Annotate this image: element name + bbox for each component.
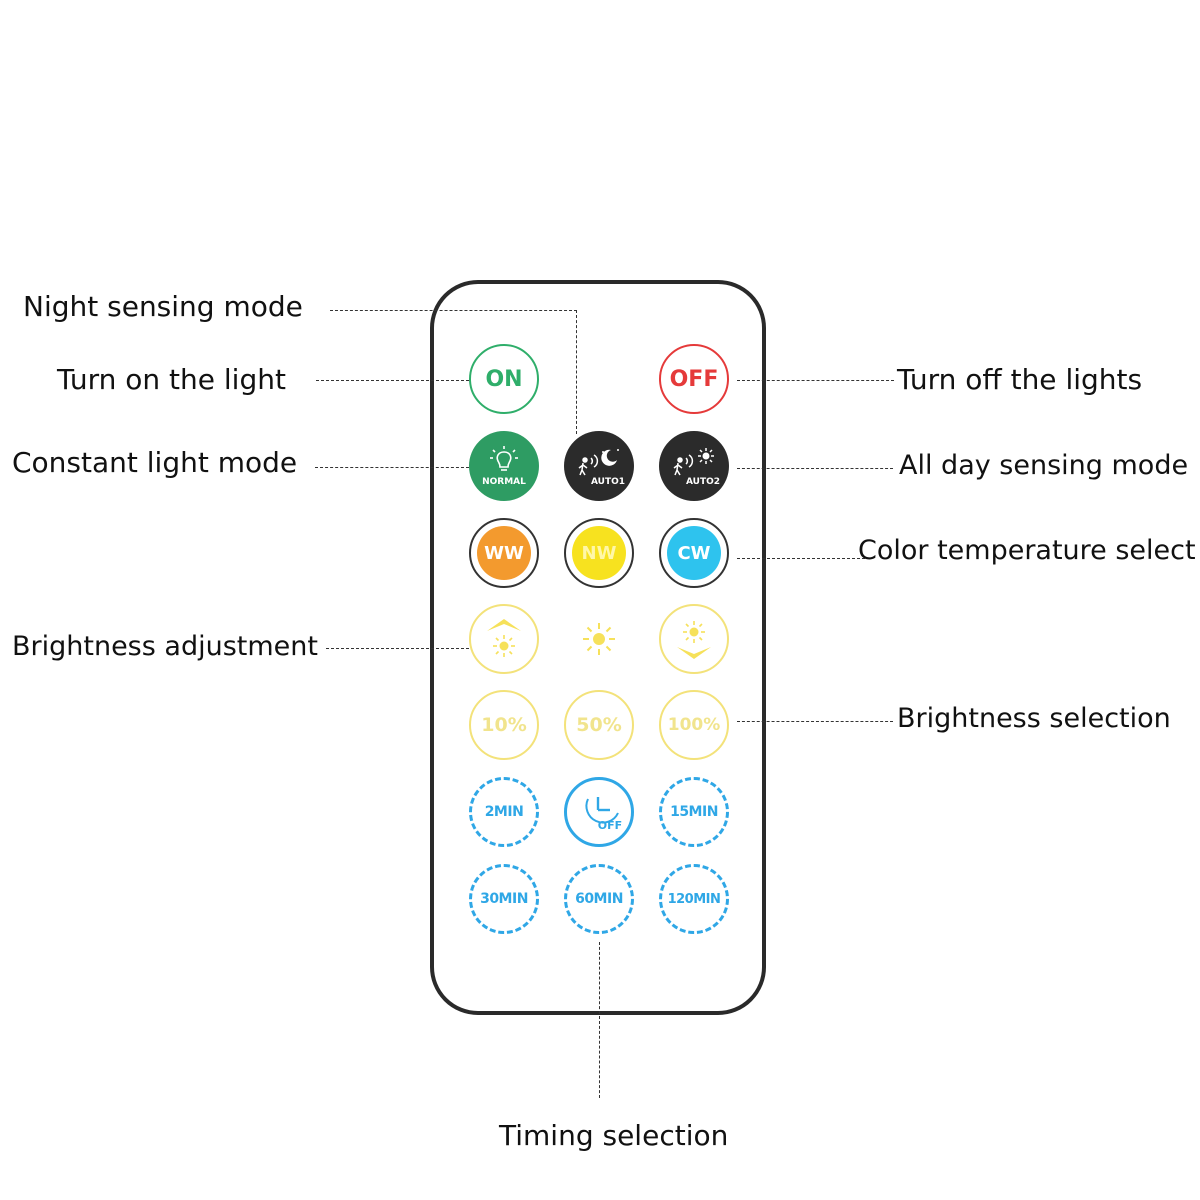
cw-swatch: CW xyxy=(667,526,721,580)
leader-brightness-selection xyxy=(737,721,893,722)
label-constant-light: Constant light mode xyxy=(12,446,298,479)
brightness-50-label: 50% xyxy=(576,714,622,736)
cw-button[interactable]: CW xyxy=(659,518,729,588)
leader-turn-on xyxy=(316,380,469,381)
brightness-10-button[interactable]: 10% xyxy=(469,690,539,760)
timer-15min-button[interactable]: 15MIN xyxy=(659,777,729,847)
auto1-button[interactable]: AUTO1 xyxy=(564,431,634,501)
normal-label: NORMAL xyxy=(482,476,526,487)
brightness-10-label: 10% xyxy=(481,714,527,736)
timer-60min-button[interactable]: 60MIN xyxy=(564,864,634,934)
timer-15min-label: 15MIN xyxy=(670,804,718,820)
auto2-label: AUTO2 xyxy=(685,476,721,487)
leader-turn-off xyxy=(737,380,894,381)
auto1-label: AUTO1 xyxy=(590,476,626,487)
sun-icon xyxy=(583,623,615,655)
brightness-down-icon xyxy=(677,621,711,659)
timer-120min-button[interactable]: 120MIN xyxy=(659,864,729,934)
label-brightness-adjustment: Brightness adjustment xyxy=(12,631,318,662)
motion-moon-icon xyxy=(578,448,619,475)
leader-constant-light xyxy=(315,467,469,468)
timer-120min-label: 120MIN xyxy=(667,891,721,907)
nw-label: NW xyxy=(581,542,617,564)
leader-night-sensing-v xyxy=(576,310,577,434)
timer-off-button[interactable]: OFF xyxy=(564,777,634,847)
off-button-label: OFF xyxy=(669,366,719,392)
clock-icon xyxy=(585,796,619,824)
nw-button[interactable]: NW xyxy=(564,518,634,588)
ww-button[interactable]: WW xyxy=(469,518,539,588)
on-button-label: ON xyxy=(485,366,523,392)
label-turn-on: Turn on the light xyxy=(57,363,286,396)
auto2-button[interactable]: AUTO2 xyxy=(659,431,729,501)
nw-swatch: NW xyxy=(572,526,626,580)
off-button[interactable]: OFF xyxy=(659,344,729,414)
timer-30min-label: 30MIN xyxy=(480,891,528,907)
leader-timing-selection xyxy=(599,942,600,1098)
label-timing-selection: Timing selection xyxy=(499,1119,729,1152)
leader-all-day-sensing xyxy=(737,468,893,469)
leader-night-sensing-h xyxy=(330,310,577,311)
timer-2min-label: 2MIN xyxy=(484,804,524,820)
brightness-100-label: 100% xyxy=(667,715,721,735)
brightness-100-button[interactable]: 100% xyxy=(659,690,729,760)
brightness-50-button[interactable]: 50% xyxy=(564,690,634,760)
label-all-day-sensing: All day sensing mode xyxy=(899,450,1189,481)
on-button[interactable]: ON xyxy=(469,344,539,414)
motion-sun-icon xyxy=(673,447,714,475)
bulb-icon xyxy=(490,445,518,471)
leader-brightness-adjustment xyxy=(326,648,469,649)
label-color-temperature: Color temperature select xyxy=(858,535,1196,566)
timer-2min-button[interactable]: 2MIN xyxy=(469,777,539,847)
timer-30min-button[interactable]: 30MIN xyxy=(469,864,539,934)
cw-label: CW xyxy=(677,542,711,564)
label-brightness-selection: Brightness selection xyxy=(897,703,1171,734)
brightness-down-button[interactable] xyxy=(659,604,729,674)
label-night-sensing: Night sensing mode xyxy=(23,290,303,323)
brightness-up-button[interactable] xyxy=(469,604,539,674)
normal-mode-button[interactable]: NORMAL xyxy=(469,431,539,501)
brightness-cycle-button[interactable] xyxy=(564,604,634,674)
brightness-up-icon xyxy=(487,619,521,657)
timer-off-label: OFF xyxy=(597,818,623,832)
ww-label: WW xyxy=(484,542,524,564)
leader-color-temperature xyxy=(737,558,865,559)
ww-swatch: WW xyxy=(477,526,531,580)
timer-60min-label: 60MIN xyxy=(575,891,623,907)
label-turn-off: Turn off the lights xyxy=(897,363,1143,396)
